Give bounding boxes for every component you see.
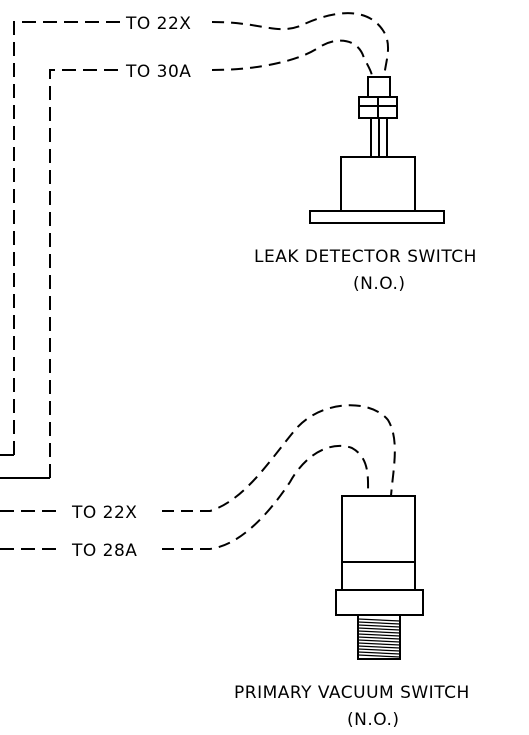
thread-line [357, 621, 401, 625]
thread-line [357, 651, 401, 655]
thread-line [357, 639, 401, 643]
thread-line [357, 627, 401, 631]
thread-line [357, 648, 401, 652]
thread-lines [357, 618, 401, 658]
label-to-28a: TO 28A [71, 541, 137, 561]
thread-line [357, 642, 401, 646]
switch-body-upper [341, 495, 416, 563]
leak-detector-state: (N.O.) [353, 274, 405, 294]
thread-line [357, 633, 401, 637]
switch-body-lower [341, 561, 416, 591]
outer-vertical-wire [13, 21, 122, 455]
wire-to-28a-run [162, 444, 370, 550]
wire-to-22x-top-run [211, 12, 390, 78]
primary-vacuum-state: (N.O.) [347, 710, 399, 730]
wire-to-30a-run [211, 39, 373, 78]
leak-detector-name: LEAK DETECTOR SWITCH [254, 247, 477, 267]
label-to-22x-bottom: TO 22X [71, 503, 137, 523]
thread-line [357, 624, 401, 628]
hex-base [335, 589, 424, 616]
leak-detector-switch [309, 76, 445, 224]
thread-line [357, 636, 401, 640]
thread-line [357, 645, 401, 649]
label-to-22x-top: TO 22X [125, 14, 191, 34]
switch-body [340, 156, 416, 212]
label-to-30a: TO 30A [125, 62, 191, 82]
inner-vertical-wire [49, 69, 122, 478]
thread-line [357, 630, 401, 634]
thread-line [357, 618, 401, 622]
connector-housing [367, 76, 391, 98]
thread-line [357, 654, 401, 658]
primary-vacuum-name: PRIMARY VACUUM SWITCH [234, 683, 470, 703]
mounting-flange [309, 210, 445, 224]
primary-vacuum-switch [335, 495, 424, 660]
